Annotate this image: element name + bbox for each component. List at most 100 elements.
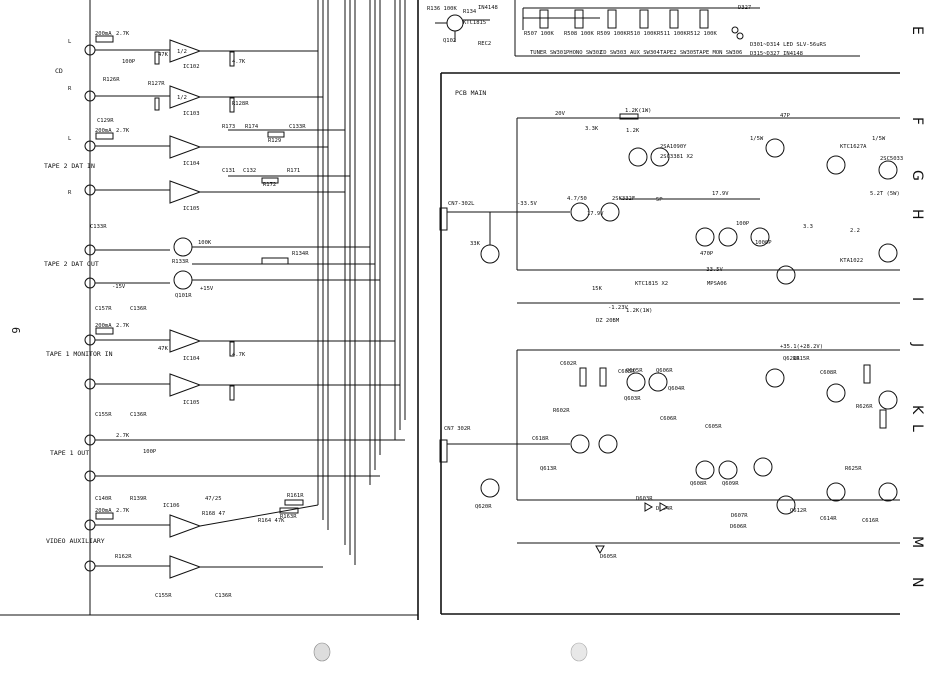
q-2sc5033-label: 2SC5033 bbox=[880, 156, 903, 162]
page-number: 6 bbox=[9, 327, 22, 334]
zone-letter-i: I bbox=[909, 297, 925, 301]
sw-tapemon-label: TAPE MON SW306 bbox=[696, 50, 742, 56]
c-470p: 100P bbox=[736, 221, 750, 227]
zone-letter-e: E bbox=[909, 26, 925, 35]
c603r-label: C602R bbox=[560, 361, 577, 367]
input-name-tape1-in: TAPE 1 MONITOR IN bbox=[46, 350, 113, 358]
ic105b-label: IC105 bbox=[183, 400, 200, 406]
ic-half-1: 1/2 bbox=[177, 49, 187, 55]
r511-label: R511 100K bbox=[657, 31, 687, 37]
cd-c129r: C129R bbox=[97, 118, 114, 124]
q609r-icon bbox=[718, 460, 738, 480]
cd-l-label: L bbox=[68, 39, 72, 45]
pcb-main-upper: PCB MAIN CN7-302L 20V 1.2K(1W) 3.3K 1.2K… bbox=[439, 89, 903, 324]
q608r-label: Q608R bbox=[690, 481, 707, 487]
ic104-label-a: IC104 bbox=[183, 161, 200, 167]
zone-letter-n: N bbox=[909, 577, 925, 587]
r510-label: R510 100K bbox=[627, 31, 657, 37]
c-4-7-50: -33.5V bbox=[517, 201, 538, 207]
pcb-main-lower: CN7 302R +35.1(+28.2V) Q621R Q605R Q606R… bbox=[439, 344, 900, 560]
ic103-label: IC103 bbox=[183, 111, 200, 117]
t2-lr: L bbox=[68, 136, 72, 142]
q101-3-3k: 100K bbox=[198, 240, 212, 246]
q-2sa1090-label: 2SA1090Y bbox=[660, 144, 687, 150]
t1in-c155r: C155R bbox=[95, 412, 112, 418]
q602r-b-icon bbox=[598, 434, 618, 454]
q611r-label: Q612R bbox=[790, 508, 807, 514]
r512-label: R512 100K bbox=[687, 31, 717, 37]
zone-letter-g: G bbox=[909, 170, 925, 181]
q610r-icon bbox=[753, 457, 773, 477]
q606r-label: Q606R bbox=[656, 368, 673, 374]
diode-d604r-icon bbox=[659, 502, 669, 512]
q620r-icon bbox=[480, 478, 500, 498]
d603r-label: D603R bbox=[636, 496, 653, 502]
q620r-label: Q620R bbox=[475, 504, 492, 510]
video-res-27k: 2.7K bbox=[116, 508, 130, 514]
t1in-res-47k: 47K bbox=[158, 346, 169, 352]
zone-letter-l: L bbox=[909, 424, 925, 432]
c618r-label: C616R bbox=[862, 518, 879, 524]
c614r-label: C608R bbox=[820, 370, 837, 376]
r626r-label: R626R bbox=[856, 404, 873, 410]
q607r-icon bbox=[826, 482, 846, 502]
r134-label: R134 bbox=[463, 9, 477, 15]
t2-res-27k: 2.7K bbox=[116, 128, 130, 134]
output-name-tape2-out: TAPE 2 DAT OUT bbox=[44, 260, 99, 268]
video-pos15: R168 47 bbox=[202, 511, 225, 517]
connector-r-label: CN7 302R bbox=[444, 426, 471, 432]
r508-label: R508 100K bbox=[564, 31, 594, 37]
video-neg15: 47/25 bbox=[205, 496, 222, 502]
input-group-tape1-in: TAPE 1 MONITOR IN IC104 IC105 200mA 2.7K… bbox=[46, 323, 400, 418]
t2-c133r: C133R bbox=[90, 224, 107, 230]
t2-r173: R171 bbox=[287, 168, 300, 174]
v-33-5-a: 1/5W bbox=[750, 136, 764, 142]
t2out-r133r: -15V bbox=[112, 284, 126, 290]
t2out-c135r: C157R bbox=[95, 306, 112, 312]
cd-res-200: 200mA bbox=[95, 31, 112, 37]
q621r-label: Q621R bbox=[783, 356, 800, 362]
ic103-opamp-icon bbox=[169, 85, 202, 109]
zone-letter-j: J bbox=[909, 342, 925, 347]
q611r-icon bbox=[776, 495, 796, 515]
in4148-label: IN4148 bbox=[478, 5, 498, 11]
c602r-label: Q613R bbox=[540, 466, 557, 472]
q608r-icon bbox=[695, 460, 715, 480]
q621r-icon bbox=[765, 368, 785, 388]
q-ktc3209-icon bbox=[776, 265, 796, 285]
in4148-x2: MPSA06 bbox=[707, 281, 727, 287]
cd-res-47k: 47K bbox=[158, 52, 169, 58]
t2-c132: R174 bbox=[245, 124, 259, 130]
input-group-tape2-in: TAPE 2 DAT IN IC104 IC105 R173 R174 C133… bbox=[44, 124, 350, 230]
q101-transistor-icon bbox=[173, 237, 193, 257]
connector-l-label: CN7-302L bbox=[448, 201, 475, 207]
t2out-100k: R134R bbox=[292, 251, 309, 257]
v-55-1: 47P bbox=[780, 113, 791, 119]
q-2sc3381-label: 2SC3381 X2 bbox=[660, 154, 693, 160]
r-15k: 15K bbox=[592, 286, 603, 292]
t1out-c140r: R139R bbox=[130, 496, 147, 502]
zone-letter-m: M bbox=[909, 536, 925, 548]
ic106a-opamp-icon bbox=[169, 514, 202, 538]
top-strip: R136 100K KTC1815 R134 IN4148 Q102 REC2 … bbox=[427, 5, 826, 57]
d604r-label: D604R bbox=[656, 506, 673, 512]
ic105b-opamp-icon bbox=[169, 373, 202, 397]
q-2sa1469-icon bbox=[878, 243, 898, 263]
q605r-icon bbox=[626, 372, 646, 392]
d327-label: D327 bbox=[738, 5, 751, 11]
c604r-label: C603R bbox=[618, 369, 635, 375]
t2-res-200: 200mA bbox=[95, 128, 112, 134]
cd-r-label: R bbox=[68, 86, 72, 92]
video-r164: R163R bbox=[280, 514, 297, 520]
t2-r172: R129 bbox=[268, 138, 281, 144]
t2-r174: R172 bbox=[263, 182, 276, 188]
video-r162r: C136R bbox=[215, 593, 232, 599]
sw-cd-label: CD SW303 bbox=[600, 50, 627, 56]
q-2sk332f-label: 17.9V bbox=[587, 211, 604, 217]
q-2sk332f-b-icon bbox=[600, 202, 620, 222]
r601r-label: C618R bbox=[532, 436, 549, 442]
q602r-icon bbox=[570, 434, 590, 454]
q-kta1022-a: KTA1022 bbox=[840, 258, 863, 264]
signal-bus bbox=[89, 0, 406, 615]
t1in-res-4-7k: 4.7K bbox=[232, 352, 246, 358]
